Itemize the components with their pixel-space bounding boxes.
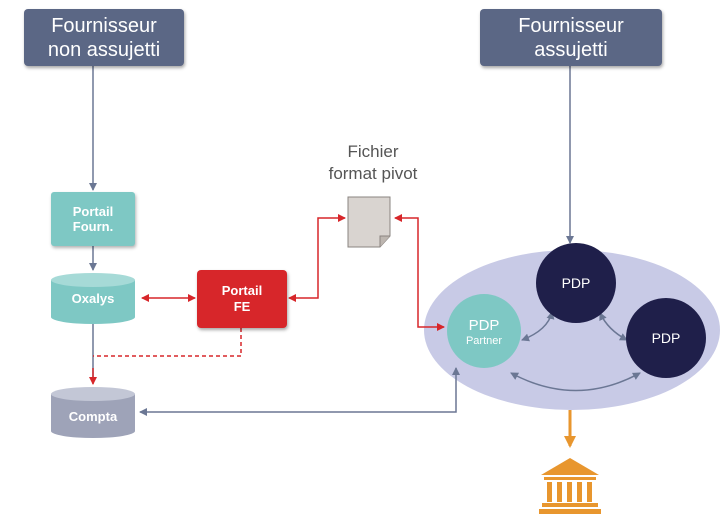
arrow-portail-fe-pivot [288,214,346,302]
link-partner-top [521,311,555,342]
fournisseur-non-assujetti-box: Fournisseur non assujetti [24,9,184,66]
portail-fourn-box: Portail Fourn. [51,192,135,246]
pdp-top-label: PDP [561,275,591,291]
link-top-right [599,312,628,341]
portail-fe-box: Portail FE [197,270,287,328]
link-partner-right [510,372,641,392]
compta-cylinder [51,387,135,438]
pdp-partner-label: PDP Partner [447,312,521,352]
pdp-right-circle [626,298,706,378]
bank-icon [539,458,601,514]
dashed-portail-fe-to-compta [93,328,242,357]
arrow-pivot-pdp-partner [394,214,445,331]
document-icon [347,196,391,248]
arrow-compta-ellipse [139,367,460,416]
fournisseur-assujetti-box: Fournisseur assujetti [480,9,662,66]
oxalys-cylinder [51,273,135,324]
pdp-partner-circle [447,294,521,368]
pdp-partner-subtitle: Partner [465,334,503,347]
pdp-partner-title: PDP [468,316,500,334]
pdp-top-circle [536,243,616,323]
fichier-format-pivot-label: Fichier format pivot [328,142,418,183]
compta-label: Compta [68,409,118,424]
pdp-right-label: PDP [651,330,681,346]
oxalys-label: Oxalys [71,291,115,306]
